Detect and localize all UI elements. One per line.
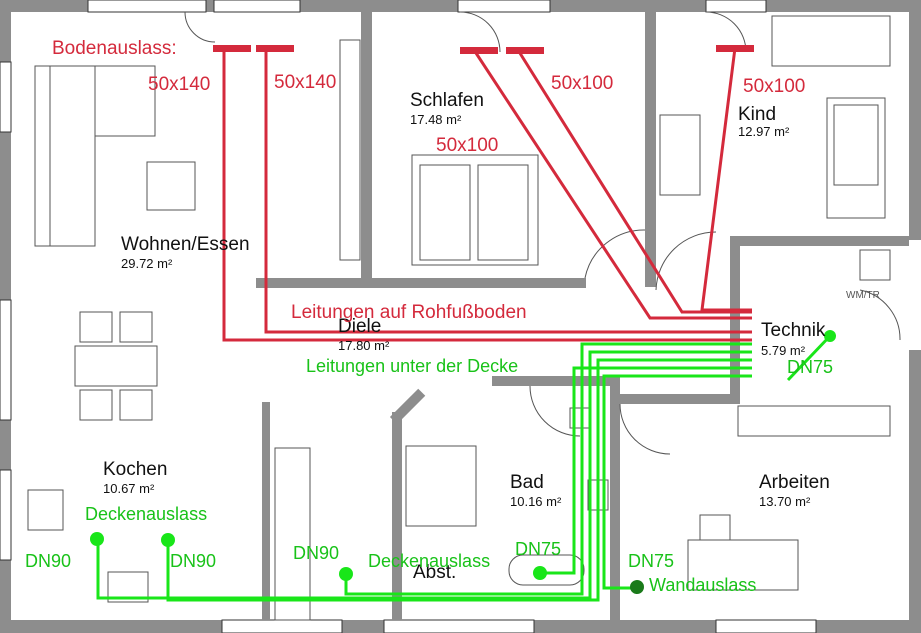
supply-outlets [213,45,754,54]
room-name-bad: Bad [510,472,544,493]
dn-label: DN75 [787,357,833,377]
exhaust-outlets [90,330,836,594]
room-area-arbeiten: 13.70 m² [759,494,811,509]
ceiling-outlet [161,533,175,547]
dim-label: 50x140 [148,74,210,95]
dim-label: 50x100 [743,76,805,97]
floor-outlet [213,45,251,52]
dim-label: 50x140 [274,72,336,93]
room-name-wohnen: Wohnen/Essen [121,234,250,255]
room-area-kind: 12.97 m² [738,124,790,139]
ceiling-outlet [824,330,836,342]
exhaust-ducts [96,334,832,602]
wandauslass-label: Wandauslass [649,575,756,595]
dn-label: DN90 [293,543,339,563]
room-name-abst: Abst. [413,562,456,583]
room-area-technik: 5.79 m² [761,343,806,358]
room-area-schlafen: 17.48 m² [410,112,462,127]
dn-label: DN75 [628,551,674,571]
interior-walls [256,12,909,620]
room-area-diele: 17.80 m² [338,338,390,353]
room-name-technik: Technik [761,320,826,341]
wall-outlet [630,580,644,594]
deckenauslass-label: Deckenauslass [85,504,207,524]
bodenauslass-label: Bodenauslass: [52,38,177,59]
room-area-bad: 10.16 m² [510,494,562,509]
exhaust-annotations: Leitungen unter der Decke Deckenauslass … [25,356,833,595]
room-name-kind: Kind [738,104,776,125]
ceiling-outlet [90,532,104,546]
floor-outlet [506,47,544,54]
floor-outlet [256,45,294,52]
floor-outlet [460,47,498,54]
supply-annotations: Bodenauslass: 50x140 50x140 50x100 50x10… [52,38,805,323]
ceiling-outlet [339,567,353,581]
room-name-kochen: Kochen [103,459,167,480]
floor-outlet [716,45,754,52]
windows [0,0,817,633]
room-name-diele: Diele [338,316,381,337]
room-labels: Wohnen/Essen 29.72 m² Schlafen 17.48 m² … [103,90,880,583]
room-area-kochen: 10.67 m² [103,481,155,496]
room-name-schlafen: Schlafen [410,90,484,111]
ceiling-outlet [533,566,547,580]
dim-label: 50x100 [436,135,498,156]
exhaust-route-label: Leitungen unter der Decke [306,356,518,376]
room-area-wohnen: 29.72 m² [121,256,173,271]
washer-dryer-label: WM/TR [846,290,880,301]
dn-label: DN75 [515,539,561,559]
supply-ducts [222,47,752,342]
door-swings [184,11,901,455]
deckenauslass-label-bad: Deckenauslass [368,551,490,571]
furniture [27,15,891,621]
supply-route-label: Leitungen auf Rohfußboden [291,302,527,323]
dn-label: DN90 [25,551,71,571]
room-name-arbeiten: Arbeiten [759,472,830,493]
dim-label: 50x100 [551,73,613,94]
dn-label: DN90 [170,551,216,571]
